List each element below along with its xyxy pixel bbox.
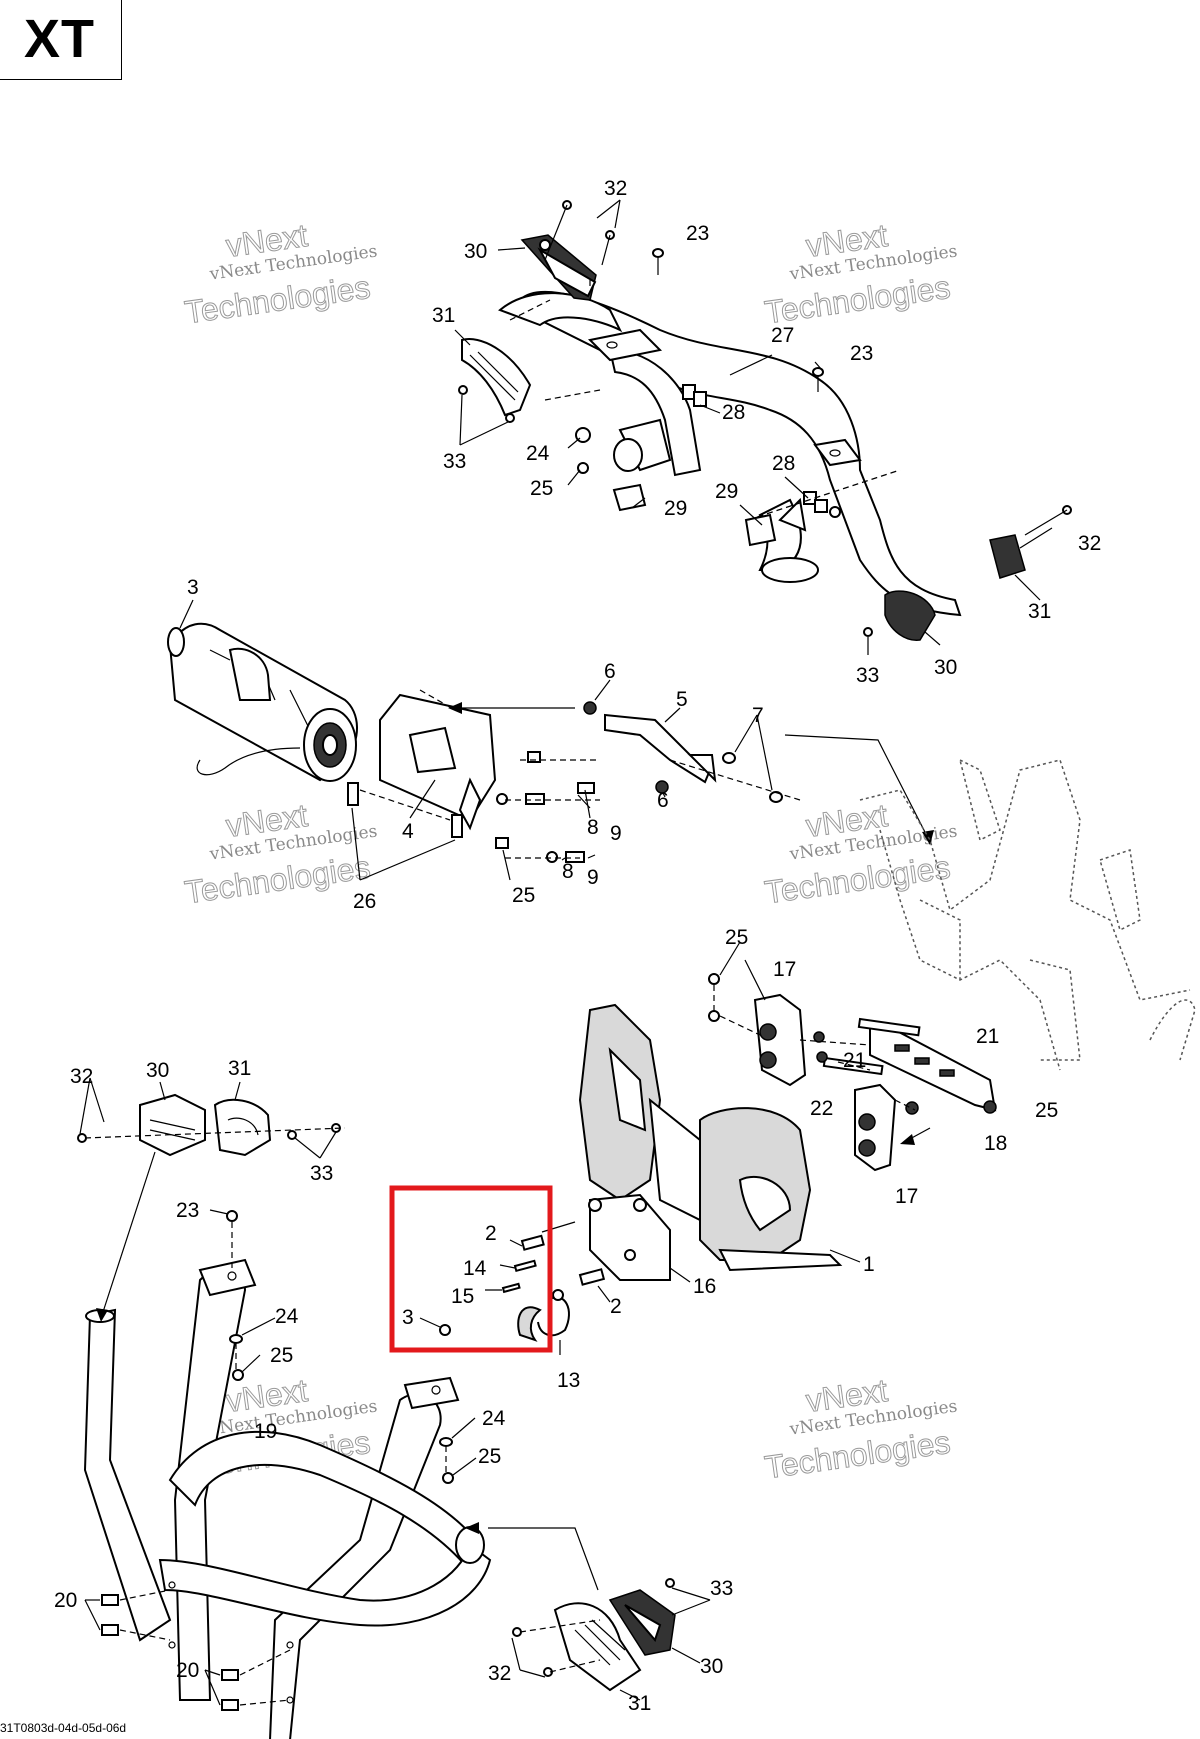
callout-labels: 32 23 30 31 27 23 28 33 24 25 29 28 29 3…	[54, 177, 1101, 1715]
callout-33: 33	[856, 664, 879, 687]
callout-8: 8	[562, 860, 574, 883]
callout-17: 17	[773, 958, 796, 981]
callout-32: 32	[1078, 532, 1101, 555]
callout-14: 14	[463, 1257, 487, 1280]
callout-31: 31	[228, 1057, 251, 1080]
callout-24: 24	[482, 1407, 506, 1430]
watermark-top-left: Technologies vNext vNext Technologies	[182, 217, 379, 331]
watermark-bottom-right: Technologies vNext vNext Technologies	[762, 1372, 959, 1486]
hook-bracket	[588, 1193, 671, 1281]
fairlead-bracket	[604, 713, 717, 784]
callout-30: 30	[700, 1655, 723, 1678]
callout-22: 22	[810, 1097, 833, 1120]
callout-8: 8	[587, 816, 599, 839]
callout-28: 28	[722, 401, 745, 424]
model-label: XT	[24, 9, 96, 69]
lower-end-clamps	[553, 1589, 676, 1692]
callout-18: 18	[984, 1132, 1007, 1155]
callout-15: 15	[451, 1285, 474, 1308]
bumper-shield	[578, 1003, 843, 1272]
callout-24: 24	[526, 442, 550, 465]
highlight-box	[389, 1185, 553, 1353]
callout-23: 23	[850, 342, 873, 365]
callout-6: 6	[604, 660, 616, 683]
callout-5: 5	[676, 688, 688, 711]
callout-24: 24	[275, 1305, 299, 1328]
callout-23: 23	[176, 1199, 199, 1222]
callout-31: 31	[432, 304, 455, 327]
callout-33: 33	[310, 1162, 333, 1185]
lower-hardware	[77, 1123, 675, 1711]
callout-31: 31	[1028, 600, 1051, 623]
callout-9: 9	[610, 822, 622, 845]
callout-21: 21	[976, 1025, 999, 1048]
left-end-clamps	[139, 1093, 272, 1157]
callout-3: 3	[402, 1306, 414, 1329]
callout-32: 32	[604, 177, 627, 200]
end-clamp-top-left	[461, 338, 532, 417]
callout-4: 4	[402, 820, 414, 843]
winch-mounting-plate	[379, 693, 497, 831]
callout-20: 20	[176, 1659, 199, 1682]
callout-16: 16	[693, 1275, 716, 1298]
callout-33: 33	[710, 1577, 733, 1600]
callout-2: 2	[485, 1222, 497, 1245]
callout-31: 31	[628, 1692, 651, 1715]
callout-29: 29	[715, 480, 738, 503]
callout-9: 9	[587, 866, 599, 889]
callout-30: 30	[464, 240, 487, 263]
callout-13: 13	[557, 1369, 580, 1392]
callout-25: 25	[1035, 1099, 1058, 1122]
callout-2: 2	[610, 1295, 622, 1318]
winch	[167, 622, 358, 782]
callout-30: 30	[934, 656, 957, 679]
callout-26: 26	[353, 890, 376, 913]
callout-3: 3	[187, 576, 199, 599]
callout-28: 28	[772, 452, 795, 475]
callout-1: 1	[863, 1253, 875, 1276]
callout-29: 29	[664, 497, 687, 520]
tow-hook	[439, 1234, 606, 1342]
upper-bumper-tube	[498, 291, 962, 617]
callout-25: 25	[725, 926, 748, 949]
callout-33: 33	[443, 450, 466, 473]
callout-19: 19	[254, 1420, 277, 1443]
callout-23: 23	[686, 222, 709, 245]
callout-7: 7	[752, 704, 764, 727]
watermark-top-right: Technologies vNext vNext Technologies	[762, 217, 959, 331]
callout-32: 32	[488, 1662, 511, 1685]
winch-hardware	[347, 701, 783, 863]
callout-21: 21	[843, 1049, 866, 1072]
lower-bumper-tube	[83, 1258, 492, 1739]
callout-25: 25	[478, 1445, 501, 1468]
model-label-box: XT	[0, 0, 122, 80]
end-cap-top-left	[520, 234, 597, 301]
callout-25: 25	[512, 884, 535, 907]
vehicle-frame-ghost	[859, 758, 1196, 1071]
callout-6: 6	[657, 789, 669, 812]
callout-27: 27	[771, 324, 794, 347]
callout-17: 17	[895, 1185, 918, 1208]
mount-bracket-upper	[708, 973, 807, 1087]
drawing-code: 31T0803d-04d-05d-06d	[0, 1721, 127, 1735]
callout-32: 32	[70, 1065, 93, 1088]
callout-25: 25	[270, 1344, 293, 1367]
mount-bracket-lower	[854, 1083, 897, 1172]
callout-25: 25	[530, 477, 553, 500]
callout-30: 30	[146, 1059, 169, 1082]
callout-20: 20	[54, 1589, 77, 1612]
